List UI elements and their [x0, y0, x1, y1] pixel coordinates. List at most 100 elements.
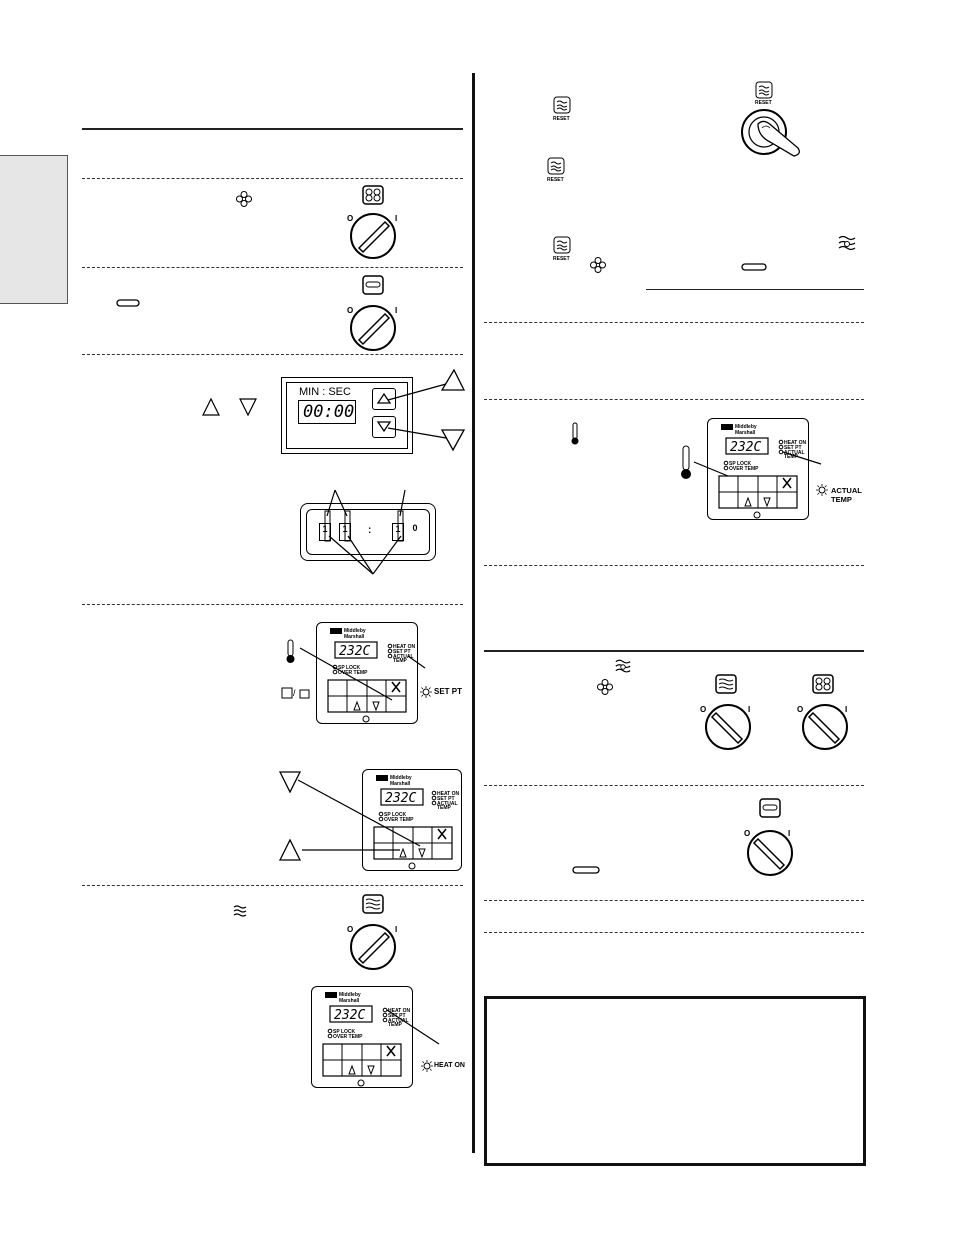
- timer-title: MIN : SEC: [299, 386, 351, 398]
- divider: [484, 322, 864, 323]
- divider: [484, 565, 864, 566]
- reset-label: RESET: [553, 116, 570, 122]
- controller-display: 232C: [334, 1008, 365, 1023]
- led-label: HEAT ON: [437, 791, 460, 797]
- controller-face: Middleby Marshall 232C HEAT ON SET PT AC…: [373, 775, 460, 870]
- controller-face: Middleby Marshall 232C HEAT ON SET PT AC…: [322, 992, 440, 1087]
- fan-switch[interactable]: O I: [795, 674, 855, 750]
- controller-display: 232C: [339, 644, 370, 659]
- thumbwheel-colon: :: [368, 525, 372, 536]
- led-label: SET PT: [437, 796, 455, 802]
- actual-temp-callout: ACTUAL TEMP: [831, 486, 862, 504]
- svg-text:/: /: [293, 688, 296, 698]
- led-label: SP LOCK: [338, 665, 361, 671]
- led-label: SP LOCK: [729, 461, 752, 467]
- switch-off-mark: O: [700, 705, 706, 714]
- section-rule-right: [484, 650, 864, 652]
- divider: [82, 885, 463, 886]
- controller-display: 232C: [730, 440, 761, 455]
- heat-switch[interactable]: O I: [345, 894, 405, 970]
- heat-on-callout: HEAT ON: [434, 1062, 465, 1069]
- led-label: ACTUAL: [437, 801, 458, 807]
- brand-name: Marshall: [344, 634, 365, 640]
- section-tab: [0, 155, 68, 304]
- led-label: TEMP: [388, 1022, 403, 1028]
- reset-button-press[interactable]: RESET: [736, 80, 816, 164]
- heat-switch[interactable]: O I: [698, 674, 758, 750]
- heat-icon: [838, 235, 856, 251]
- timer-panel: MIN : SEC 00:00: [281, 377, 413, 454]
- conveyor-switch[interactable]: O I: [742, 798, 802, 876]
- actual-temp-callout-line: ACTUAL: [831, 486, 862, 495]
- led-label: HEAT ON: [393, 644, 416, 650]
- fan-icon: [590, 257, 606, 273]
- switch-off-mark: O: [744, 829, 750, 838]
- thumbwheel-callouts: [324, 489, 406, 575]
- underline-rule: [646, 289, 864, 290]
- brand-name: Marshall: [735, 430, 756, 436]
- fan-icon: [597, 679, 613, 695]
- switch-on-mark: I: [395, 214, 397, 223]
- switch-on-mark: I: [395, 925, 397, 934]
- up-down-arrows-inline: [202, 397, 257, 417]
- temperature-controller: [316, 622, 418, 724]
- led-label: ACTUAL: [388, 1018, 409, 1024]
- switch-off-mark: O: [347, 306, 353, 315]
- thermometer-callout: [681, 445, 729, 479]
- led-label: TEMP: [393, 658, 408, 664]
- divider: [484, 900, 864, 901]
- led-label: OVER TEMP: [338, 670, 368, 676]
- reset-label: RESET: [755, 100, 772, 106]
- brand-name: Marshall: [390, 781, 411, 787]
- conveyor-icon: [741, 263, 767, 271]
- timer-up-button[interactable]: [372, 388, 396, 410]
- controller-display: 232C: [385, 791, 416, 806]
- led-label: SET PT: [784, 445, 802, 451]
- indicator-glow-icon: [421, 1060, 433, 1072]
- reset-icon: RESET: [547, 157, 565, 183]
- reset-icon: RESET: [553, 236, 571, 262]
- divider: [484, 932, 864, 933]
- led-label: ACTUAL: [393, 654, 414, 660]
- divider: [82, 178, 463, 179]
- actual-temp-callout-line: TEMP: [831, 495, 852, 504]
- fan-switch[interactable]: O I: [345, 185, 405, 259]
- led-label: SET PT: [393, 649, 411, 655]
- switch-off-mark: O: [347, 925, 353, 934]
- divider: [82, 267, 463, 268]
- divider: [484, 785, 864, 786]
- led-label: SP LOCK: [333, 1029, 356, 1035]
- up-down-callouts: [278, 771, 421, 861]
- brand-name: Middleby: [344, 628, 366, 634]
- fan-icon: [236, 191, 252, 207]
- conveyor-switch[interactable]: O I: [345, 275, 405, 351]
- up-arrow-icon: [376, 392, 392, 404]
- brand-name: Middleby: [735, 424, 757, 430]
- reset-label: RESET: [547, 177, 564, 183]
- switch-off-mark: O: [797, 705, 803, 714]
- indicator-glow-icon: [816, 484, 828, 496]
- reset-icon: RESET: [553, 96, 571, 122]
- led-label: OVER TEMP: [384, 817, 414, 823]
- thumbwheel-panel: [300, 503, 436, 561]
- led-label: SP LOCK: [384, 812, 407, 818]
- set-pt-callout: SET PT: [434, 687, 463, 696]
- divider: [82, 354, 463, 355]
- thumbwheel-digit: 0: [412, 523, 418, 533]
- thermometer-icon: [571, 422, 579, 445]
- conveyor-icon: [572, 866, 600, 874]
- led-label: TEMP: [784, 454, 799, 460]
- temperature-controller: [362, 769, 462, 871]
- controller-face: Middleby Marshall 232C HEAT ON SET PT AC…: [718, 424, 822, 519]
- note-box: [484, 996, 866, 1166]
- heat-icon: [233, 905, 247, 917]
- temperature-controller: [311, 986, 413, 1088]
- timer-down-button[interactable]: [372, 416, 396, 438]
- led-label: OVER TEMP: [729, 466, 759, 472]
- switch-off-mark: O: [347, 214, 353, 223]
- conveyor-icon: [116, 299, 140, 307]
- led-label: OVER TEMP: [333, 1034, 363, 1040]
- controller-face: Middleby Marshall 232C HEAT ON SET PT AC…: [327, 628, 416, 723]
- switch-on-mark: I: [748, 705, 750, 714]
- switch-on-mark: I: [845, 705, 847, 714]
